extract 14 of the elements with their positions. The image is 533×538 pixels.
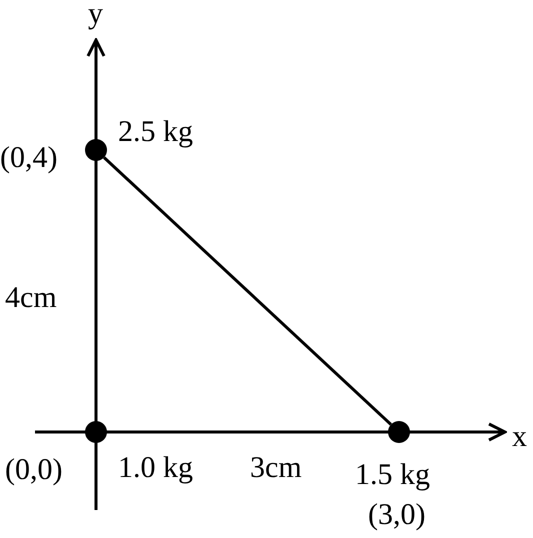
mass-point (85, 421, 107, 443)
mass-point (388, 421, 410, 443)
mass-label: 1.5 kg (355, 458, 430, 492)
mass-point (85, 139, 107, 161)
axis-label: y (88, 0, 103, 31)
connecting-line (103, 156, 392, 426)
coordinate-label: (0,0) (5, 453, 62, 487)
mass-label: 1.0 kg (118, 451, 193, 485)
mass-label: 2.5 kg (118, 115, 193, 149)
dimension-label: 3cm (250, 451, 302, 485)
coordinate-label: (3,0) (368, 498, 426, 532)
axis-label: x (512, 420, 527, 454)
coordinate-label: (0,4) (0, 141, 58, 175)
dimension-label: 4cm (5, 281, 57, 315)
